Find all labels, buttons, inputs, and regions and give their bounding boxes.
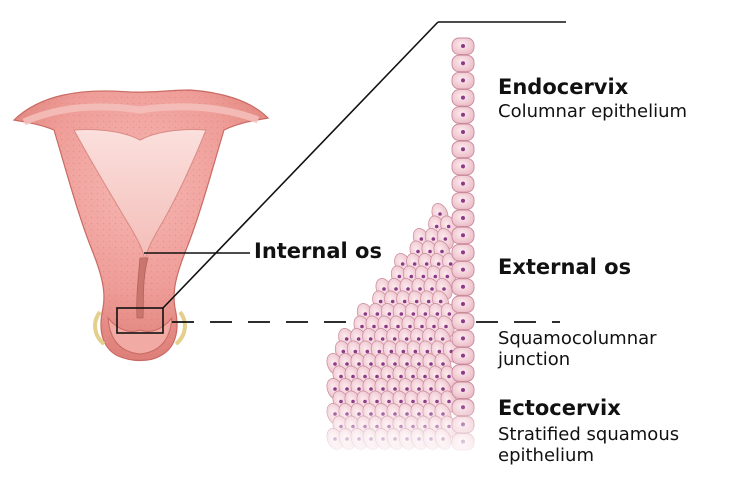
columnar-cell [451,157,475,176]
columnar-cell [451,140,475,159]
label-endocervix: Endocervix [498,75,629,99]
columnar-cell [451,381,475,399]
columnar-cell [451,37,475,55]
columnar-cell [451,209,475,227]
label-external-os: External os [498,255,632,279]
columnar-cells [451,37,475,451]
columnar-cell [451,54,475,73]
label-ectocervix-sub: Stratified squamous epithelium [498,424,680,466]
columnar-cell [451,123,475,141]
columnar-cell [451,278,475,296]
label-internal-os: Internal os [254,239,382,263]
columnar-cell [451,192,475,210]
columnar-cell [451,329,475,348]
columnar-cell [451,312,475,331]
inset-box [116,307,164,334]
columnar-cell [451,71,475,90]
columnar-cell [451,261,475,279]
columnar-cell [451,106,475,124]
columnar-cell [451,347,475,365]
columnar-cell [451,295,475,313]
zoom-line-lower [162,21,439,309]
stratified-squamous-cells [326,203,460,450]
label-squamocolumnar-junction: Squamocolumnar junction [498,328,657,370]
columnar-cell [451,364,475,382]
columnar-cell [451,243,475,262]
cervical-canal [136,257,149,319]
uterine-cavity [73,129,207,263]
uterus-illustration [12,89,270,362]
columnar-cell [451,226,475,245]
label-ectocervix: Ectocervix [498,396,621,420]
columnar-cell [451,89,475,107]
columnar-cell [451,175,475,193]
label-endocervix-sub: Columnar epithelium [498,101,688,122]
fade-overlay [320,400,500,460]
